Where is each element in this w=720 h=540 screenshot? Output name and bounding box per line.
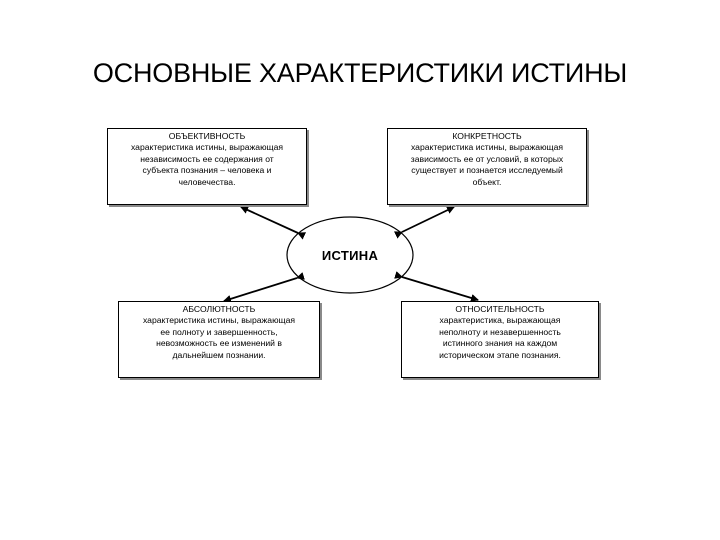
objectivity-line-2: независимость ее содержания от bbox=[140, 153, 274, 164]
center-ellipse bbox=[286, 216, 414, 294]
absoluteness-line-2: ее полноту и завершенность, bbox=[160, 326, 278, 337]
center-label: ИСТИНА bbox=[321, 248, 379, 263]
objectivity-line-4: человечества. bbox=[178, 176, 236, 187]
absoluteness-line-3: невозможность ее изменений в bbox=[156, 338, 282, 349]
concreteness-line-2: зависимость ее от условий, в которых bbox=[410, 153, 564, 164]
relativity-box: ОТНОСИТЕЛЬНОСТЬ характеристика, выражающ… bbox=[401, 301, 599, 378]
arrow-to-objectivity bbox=[240, 206, 307, 240]
objectivity-line-1: характеристика истины, выражающая bbox=[130, 142, 284, 153]
arrow-to-relativity bbox=[394, 271, 479, 302]
absoluteness-heading: АБСОЛЮТНОСТЬ bbox=[182, 304, 256, 314]
concreteness-heading: КОНКРЕТНОСТЬ bbox=[452, 131, 522, 141]
arrow-to-concreteness bbox=[393, 206, 455, 239]
absoluteness-line-4: дальнейшем познании. bbox=[172, 349, 266, 360]
concreteness-line-3: существует и познается исследуемый bbox=[411, 165, 563, 176]
concreteness-line-4: объект. bbox=[472, 176, 502, 187]
objectivity-heading: ОБЪЕКТИВНОСТЬ bbox=[168, 131, 246, 141]
relativity-line-2: неполноту и незавершенность bbox=[439, 326, 561, 337]
relativity-line-3: истинного знания на каждом bbox=[442, 338, 558, 349]
arrow-to-absoluteness bbox=[223, 272, 305, 303]
objectivity-box: ОБЪЕКТИВНОСТЬ характеристика истины, выр… bbox=[107, 128, 307, 205]
objectivity-line-3: субъекта познания – человека и bbox=[142, 165, 272, 176]
relativity-line-1: характеристика, выражающая bbox=[439, 315, 561, 326]
absoluteness-line-1: характеристика истины, выражающая bbox=[142, 315, 296, 326]
relativity-heading: ОТНОСИТЕЛЬНОСТЬ bbox=[455, 304, 545, 314]
concreteness-box: КОНКРЕТНОСТЬ характеристика истины, выра… bbox=[387, 128, 587, 205]
slide-title: ОСНОВНЫЕ ХАРАКТЕРИСТИКИ ИСТИНЫ bbox=[92, 58, 628, 88]
relativity-line-4: историческом этапе познания. bbox=[439, 349, 561, 360]
absoluteness-box: АБСОЛЮТНОСТЬ характеристика истины, выра… bbox=[118, 301, 320, 378]
concreteness-line-1: характеристика истины, выражающая bbox=[410, 142, 564, 153]
